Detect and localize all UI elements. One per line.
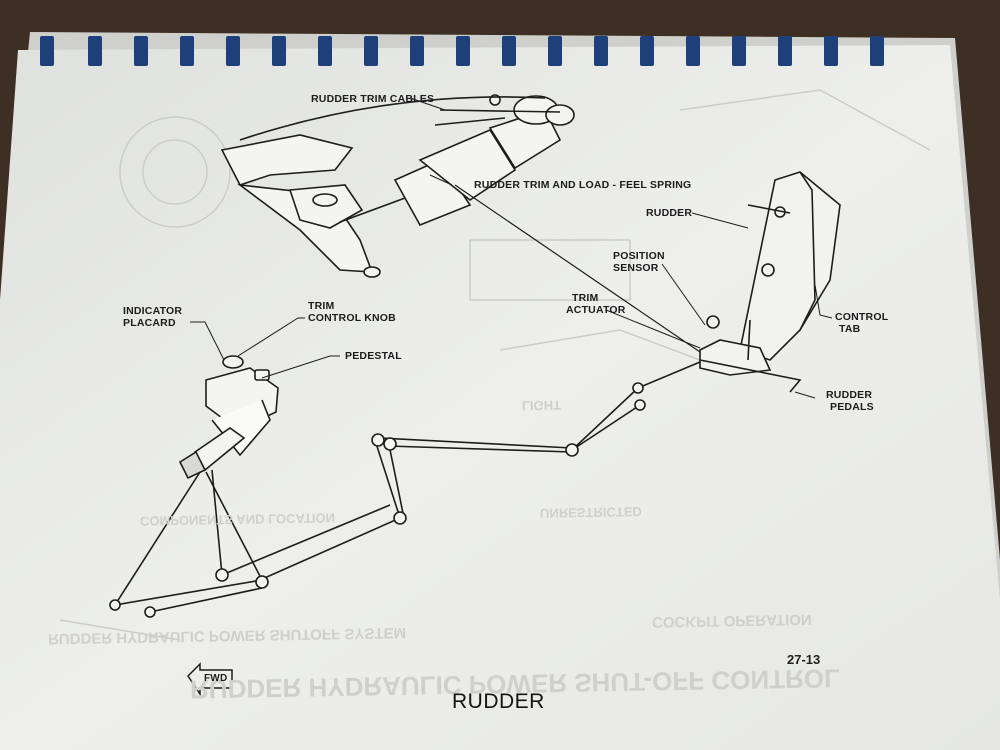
linkage-pivots xyxy=(109,382,646,618)
spring-rod xyxy=(339,197,406,223)
label-position-sensor: POSITION SENSOR xyxy=(613,250,665,274)
label-fwd: FWD xyxy=(204,673,228,684)
bleed-light: LIGHT xyxy=(521,397,562,414)
crank-pivot xyxy=(363,266,381,278)
label-rudder: RUDDER xyxy=(646,207,693,219)
crank-boss xyxy=(312,193,338,207)
page-number: 27-13 xyxy=(787,652,821,667)
section-title: RUDDER xyxy=(452,690,545,713)
manual-page xyxy=(0,45,1000,750)
rudder-surface xyxy=(699,171,841,376)
trim-cable-arc xyxy=(239,96,546,141)
bleed-through-sketch xyxy=(59,89,931,641)
label-trim-spring: RUDDER TRIM AND LOAD - FEEL SPRING xyxy=(474,179,692,191)
trim-spring-assembly xyxy=(220,94,575,278)
fwd-arrow xyxy=(187,662,233,697)
label-pedestal: PEDESTAL xyxy=(345,350,402,362)
spiral-binding xyxy=(40,36,884,66)
linkage-rods xyxy=(114,359,802,613)
label-indicator-placard: INDICATOR PLACARD xyxy=(123,305,183,329)
label-trim-control-knob: TRIM CONTROL KNOB xyxy=(308,300,396,324)
pedestal-assembly xyxy=(178,355,279,480)
trim-cable xyxy=(454,184,701,353)
leader-lines xyxy=(190,97,833,399)
label-rudder-pedals: RUDDER PEDALS xyxy=(826,389,874,413)
bleed-cockpit: COCKPIT OPERATION xyxy=(651,610,812,631)
spring-body xyxy=(418,128,517,201)
label-trim-actuator: TRIM ACTUATOR xyxy=(566,292,626,316)
label-control-tab: CONTROL TAB xyxy=(835,311,889,335)
pulley-wheel xyxy=(545,104,575,126)
label-rudder-trim-cables: RUDDER TRIM CABLES xyxy=(311,93,435,105)
spring-housing xyxy=(393,158,472,227)
bleed-unrestricted: UNRESTRICTED xyxy=(539,504,642,521)
